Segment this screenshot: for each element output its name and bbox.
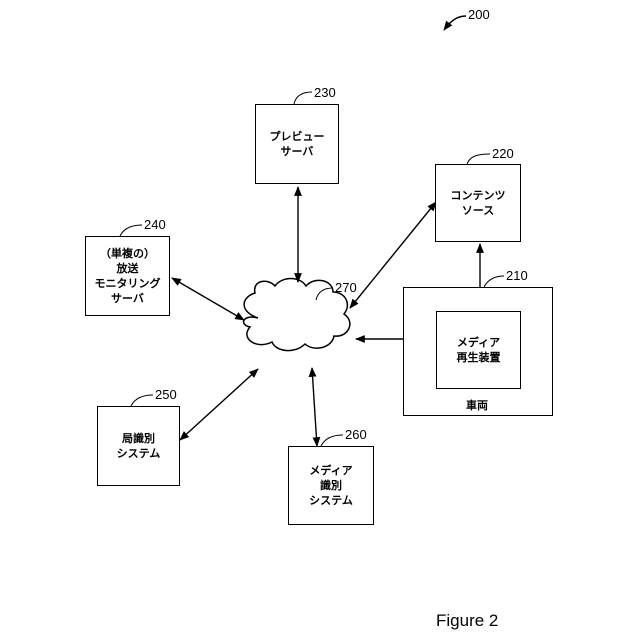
leader-220 xyxy=(467,154,490,164)
leader-250 xyxy=(131,395,153,406)
preview-server-box: プレビュー サーバ xyxy=(255,104,339,184)
broadcast-monitoring-label-line-2: 放送 xyxy=(117,261,139,276)
preview-server-label-line-2: サーバ xyxy=(281,144,314,159)
content-source-box: コンテンツ ソース xyxy=(435,164,521,242)
media-player-label-line-1: メディア xyxy=(457,335,500,350)
ref-210: 210 xyxy=(506,268,528,283)
figure-caption: Figure 2 xyxy=(436,611,498,631)
figure-ref: 200 xyxy=(468,7,490,22)
media-player-label-line-2: 再生装置 xyxy=(457,350,501,365)
ref-260: 260 xyxy=(345,427,367,442)
media-id-system-label-line-3: システム xyxy=(309,493,353,508)
station-id-system-label-line-1: 局識別 xyxy=(122,431,155,446)
media-id-system-label-line-2: 識別 xyxy=(320,478,342,493)
leader-230 xyxy=(294,92,312,104)
broadcast-monitoring-label-line-3: モニタリング xyxy=(95,276,161,291)
station-id-system-box: 局識別 システム xyxy=(97,406,180,486)
figure-pointer-arrow xyxy=(444,16,466,30)
broadcast-monitoring-label-line-1: （単複の） xyxy=(100,246,155,261)
ref-230: 230 xyxy=(314,85,336,100)
ref-240: 240 xyxy=(144,217,166,232)
preview-server-label-line-1: プレビュー xyxy=(270,129,325,144)
ref-220: 220 xyxy=(492,146,514,161)
station-id-system-label-line-2: システム xyxy=(117,446,161,461)
vehicle-label: 車両 xyxy=(466,397,488,413)
arrow-network-broadcast-monitoring xyxy=(172,278,244,320)
arrow-network-station-id xyxy=(180,369,258,440)
ref-250: 250 xyxy=(155,387,177,402)
media-id-system-label-line-1: メディア xyxy=(309,463,352,478)
leader-240 xyxy=(120,225,142,236)
arrow-network-media-id xyxy=(312,368,317,446)
content-source-label-line-1: コンテンツ xyxy=(451,188,506,203)
leader-260 xyxy=(321,435,343,446)
leader-210 xyxy=(484,276,504,287)
content-source-label-line-2: ソース xyxy=(462,203,494,218)
broadcast-monitoring-label-line-4: サーバ xyxy=(111,291,144,306)
ref-270: 270 xyxy=(335,280,357,295)
media-id-system-box: メディア 識別 システム xyxy=(288,446,374,525)
broadcast-monitoring-box: （単複の） 放送 モニタリング サーバ xyxy=(85,236,170,316)
network-cloud xyxy=(244,279,350,351)
media-player-box: メディア 再生装置 xyxy=(436,311,521,389)
